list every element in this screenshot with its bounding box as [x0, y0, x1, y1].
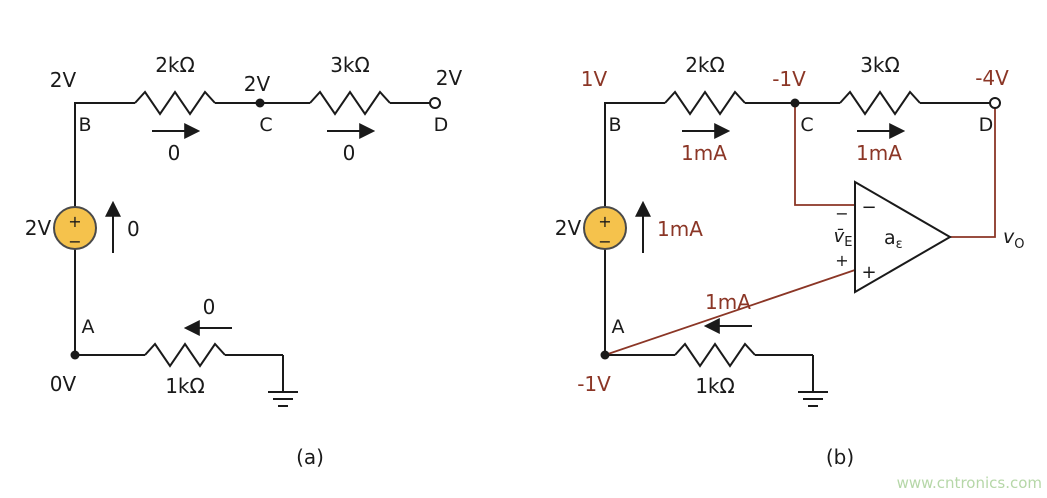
r1-current-label-b: 1mA: [681, 141, 727, 165]
circuit-b: + − 1V 1mA -1V 1mA -4V 1mA -1V 1mA B 2kΩ…: [555, 53, 1025, 469]
r2-current-label-a: 0: [343, 141, 356, 165]
node-a-label-a: A: [82, 316, 95, 338]
voltage-source-a: + −: [53, 206, 97, 251]
resistor-3k-label-a: 3kΩ: [330, 53, 370, 77]
r1-current-label-a: 0: [168, 141, 181, 165]
node-d-terminal-b: [989, 97, 1001, 109]
node-a-dot-b: [600, 350, 610, 360]
resistor-2k-b: [664, 91, 746, 115]
resistor-3k-label-b: 3kΩ: [860, 53, 900, 77]
caption-b: (b): [826, 445, 854, 469]
circuit-b-nodes: [600, 98, 800, 360]
circuit-a: + − 2V B 2kΩ 0 2V C 3kΩ 0 2V D 2V 0 A 0V…: [25, 53, 463, 469]
circuit-b-value-labels: 1V 1mA -1V 1mA -4V 1mA -1V 1mA: [577, 66, 1009, 396]
vout-label: vO: [1003, 226, 1024, 252]
resistor-2k-label-b: 2kΩ: [685, 53, 725, 77]
resistor-3k-b: [839, 91, 921, 115]
node-a-label-b: A: [612, 316, 625, 338]
source-voltage-label-a: 2V: [25, 216, 52, 240]
voltage-source-b: + −: [583, 206, 627, 251]
node-a-voltage-a: 0V: [50, 372, 77, 396]
node-c-voltage-b: -1V: [772, 67, 806, 91]
node-c-dot-a: [255, 98, 265, 108]
feedback-wire: [794, 103, 855, 206]
output-wire: [950, 108, 996, 238]
circuit-a-wiring: [74, 91, 441, 407]
opamp-gain-label: aε: [884, 227, 903, 252]
resistor-1k-label-b: 1kΩ: [695, 374, 735, 398]
ground-symbol-a: [267, 391, 299, 407]
source-voltage-label-b: 2V: [555, 216, 582, 240]
noninverting-input-wire: [604, 269, 856, 356]
node-d-label-b: D: [979, 114, 994, 136]
circuit-b-opamp-wiring: [604, 103, 996, 356]
node-b-voltage-b: 1V: [581, 67, 608, 91]
source-plus-sign-b: +: [598, 212, 611, 231]
r3-current-label-a: 0: [203, 295, 216, 319]
node-d-terminal-a: [429, 97, 441, 109]
node-d-voltage-a: 2V: [436, 66, 463, 90]
opamp-triangle: [854, 180, 952, 294]
vin-label: v̄E: [834, 226, 853, 250]
node-c-label-a: C: [259, 114, 272, 136]
wire: [604, 102, 665, 207]
circuit-b-wiring: [604, 91, 990, 407]
resistor-2k-label-a: 2kΩ: [155, 53, 195, 77]
voltage-source-circle-b: [583, 206, 627, 250]
circuit-a-nodes: [70, 98, 265, 360]
source-minus-sign-b: −: [598, 232, 611, 251]
resistor-1k-a: [144, 343, 226, 367]
vin-plus-sign: +: [835, 251, 848, 270]
node-b-label-a: B: [78, 114, 91, 136]
source-minus-sign-a: −: [68, 232, 81, 251]
node-d-label-a: D: [434, 114, 449, 136]
resistor-1k-label-a: 1kΩ: [165, 374, 205, 398]
node-c-voltage-a: 2V: [244, 72, 271, 96]
node-b-voltage-a: 2V: [50, 68, 77, 92]
node-c-dot-b: [790, 98, 800, 108]
resistor-1k-b: [674, 343, 756, 367]
voltage-source-circle-a: [53, 206, 97, 250]
caption-a: (a): [296, 445, 324, 469]
source-current-label-b: 1mA: [657, 217, 703, 241]
circuit-b-labels: B 2kΩ C 3kΩ D 2V A 1kΩ (b) − + aε − v̄E …: [555, 53, 1025, 469]
watermark: www.cntronics.com: [897, 474, 1042, 492]
opamp-body: [854, 97, 1001, 294]
ground-symbol-b: [797, 391, 829, 407]
opamp-noninverting-sign: +: [861, 262, 876, 283]
vin-minus-sign: −: [835, 204, 848, 223]
source-current-label-a: 0: [127, 217, 140, 241]
node-a-voltage-b: -1V: [577, 372, 611, 396]
node-a-dot-a: [70, 350, 80, 360]
resistor-3k-a: [309, 91, 391, 115]
node-d-voltage-b: -4V: [975, 66, 1009, 90]
node-c-label-b: C: [800, 114, 813, 136]
node-b-label-b: B: [608, 114, 621, 136]
r3-current-label-b: 1mA: [705, 290, 751, 314]
circuit-a-labels: 2V B 2kΩ 0 2V C 3kΩ 0 2V D 2V 0 A 0V 1kΩ…: [25, 53, 463, 469]
wire: [74, 102, 135, 207]
resistor-2k-a: [134, 91, 216, 115]
r2-current-label-b: 1mA: [856, 141, 902, 165]
opamp-inverting-sign: −: [861, 197, 876, 218]
source-plus-sign-a: +: [68, 212, 81, 231]
